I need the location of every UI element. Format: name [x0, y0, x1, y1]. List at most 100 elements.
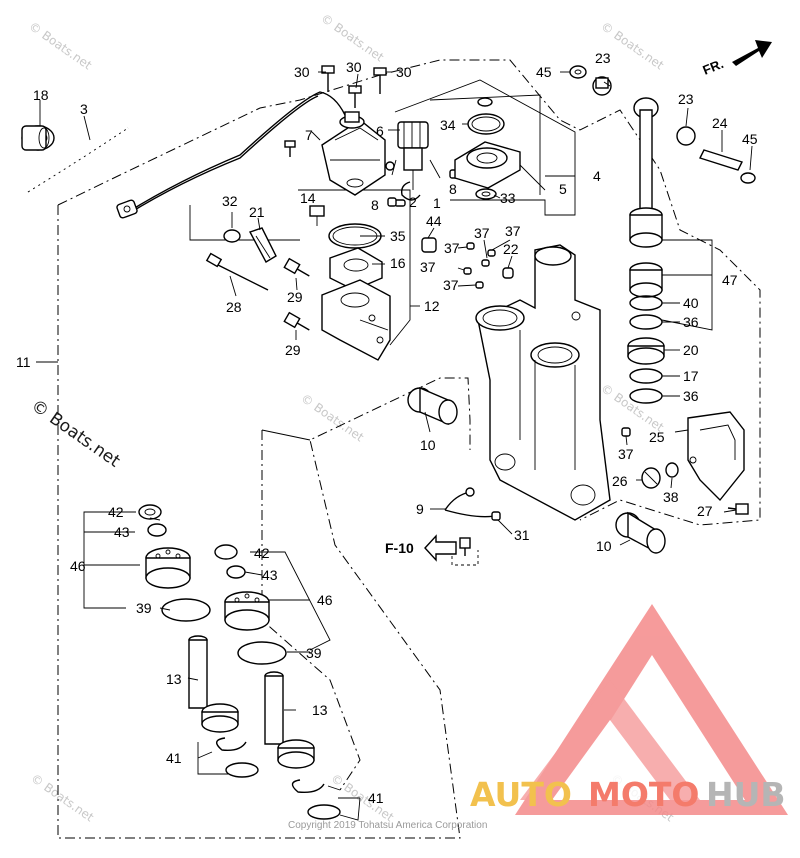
callout-18: 18 — [33, 87, 49, 103]
callout-23: 23 — [678, 91, 694, 107]
figure-ref-arrow: F-10 — [385, 534, 457, 562]
callout-32: 32 — [222, 193, 238, 209]
part-46-cap-right — [224, 591, 270, 631]
assembly-outline — [57, 59, 761, 839]
part-20-piston — [627, 337, 665, 365]
part-1-spring-clip — [400, 181, 421, 201]
callout-41: 41 — [368, 790, 384, 806]
part-12-pump-body — [321, 279, 391, 361]
part-11-cylinder-body — [475, 244, 611, 521]
callout-42: 42 — [108, 504, 124, 520]
callout-24: 24 — [712, 115, 728, 131]
callout-10: 10 — [596, 538, 612, 554]
callout-44: 44 — [426, 213, 442, 229]
part-43-ring-left — [147, 523, 167, 537]
callout-8: 8 — [449, 181, 457, 197]
callout-30: 30 — [396, 64, 412, 80]
forward-direction-arrow: FR. — [701, 40, 772, 78]
part-18-grommet — [21, 125, 55, 151]
callout-36: 36 — [683, 388, 699, 404]
callout-17: 17 — [683, 368, 699, 384]
callout-40: 40 — [683, 295, 699, 311]
part-37-small-screws — [463, 242, 496, 289]
part-33-washer — [475, 188, 497, 200]
part-22-plug — [502, 267, 514, 279]
callout-29: 29 — [285, 342, 301, 358]
part-13-rod-left — [188, 635, 239, 733]
part-17-ring — [629, 368, 663, 384]
brand-word-moto: MOTO — [588, 775, 699, 814]
watermark: © Boats.net — [28, 771, 96, 825]
callout-22: 22 — [503, 241, 519, 257]
callout-2: 2 — [409, 194, 417, 210]
part-top-plug — [477, 97, 493, 107]
callout-39: 39 — [136, 600, 152, 616]
brand-logo — [515, 604, 788, 815]
brand-wordmark: AUTO MOTO HUB — [470, 775, 786, 814]
callout-37: 37 — [444, 240, 460, 256]
part-41-rings-right — [291, 779, 341, 820]
callout-7: 7 — [305, 127, 313, 143]
part-24-pin — [699, 149, 743, 171]
callout-46: 46 — [317, 592, 333, 608]
callout-4: 4 — [593, 168, 601, 184]
callout-14: 14 — [300, 190, 316, 206]
callout-37: 37 — [443, 277, 459, 293]
callout-37: 37 — [618, 446, 634, 462]
callout-30: 30 — [294, 64, 310, 80]
part-31-screw — [451, 511, 501, 566]
part-39-oring-right — [237, 641, 287, 665]
callout-34: 34 — [440, 117, 456, 133]
part-42-seal-left — [138, 504, 162, 520]
brand-word-hub: HUB — [706, 775, 786, 814]
part-47-piston-rod — [629, 97, 663, 298]
part-34-oring — [467, 113, 505, 135]
part-10-bushing-lower — [615, 511, 666, 554]
leader-lines — [36, 71, 753, 821]
logo-triangle-cut — [552, 720, 670, 800]
callout-43: 43 — [114, 524, 130, 540]
callout-8: 8 — [371, 197, 379, 213]
callout-10: 10 — [420, 437, 436, 453]
callout-30: 30 — [346, 59, 362, 75]
forward-label: FR. — [701, 56, 726, 78]
callout-43: 43 — [262, 567, 278, 583]
part-29-bolts — [283, 257, 310, 331]
callout-13: 13 — [166, 671, 182, 687]
callout-37: 37 — [505, 223, 521, 239]
callout-45: 45 — [536, 64, 552, 80]
callout-39: 39 — [306, 645, 322, 661]
part-21-valve — [248, 227, 277, 263]
callout-28: 28 — [226, 299, 242, 315]
callout-12: 12 — [424, 298, 440, 314]
part-28-long-bolt — [205, 252, 269, 291]
watermark-prominent: © Boats.net — [27, 396, 124, 472]
callout-11: 11 — [16, 354, 31, 370]
watermark: © Boats.net — [318, 11, 386, 65]
part-38-washer — [665, 462, 679, 478]
callout-42: 42 — [254, 545, 270, 561]
callout-9: 9 — [416, 501, 424, 517]
part-42-seal-right — [214, 544, 238, 560]
callout-31: 31 — [514, 527, 530, 543]
callout-21: 21 — [249, 204, 265, 220]
callout-37: 37 — [420, 259, 436, 275]
part-7-motor-housing — [321, 111, 386, 196]
part-7-motor-cable — [116, 91, 346, 219]
part-41-rings-left — [216, 737, 259, 778]
callout-labels: 18 3 30 30 30 7 6 34 8 8 2 1 5 4 33 14 3… — [16, 50, 758, 806]
callout-27: 27 — [697, 503, 713, 519]
callout-25: 25 — [649, 429, 665, 445]
part-32-ring — [223, 229, 241, 243]
part-36-oring-upper — [629, 314, 663, 330]
callout-23: 23 — [595, 50, 611, 66]
callout-26: 26 — [612, 473, 628, 489]
callout-36: 36 — [683, 314, 699, 330]
part-36-oring-lower — [629, 388, 663, 404]
callout-6: 6 — [376, 123, 384, 139]
callout-16: 16 — [390, 255, 406, 271]
callout-1: 1 — [433, 195, 441, 211]
part-10-bushing-upper — [407, 386, 458, 426]
part-46-cap-left — [145, 547, 191, 589]
